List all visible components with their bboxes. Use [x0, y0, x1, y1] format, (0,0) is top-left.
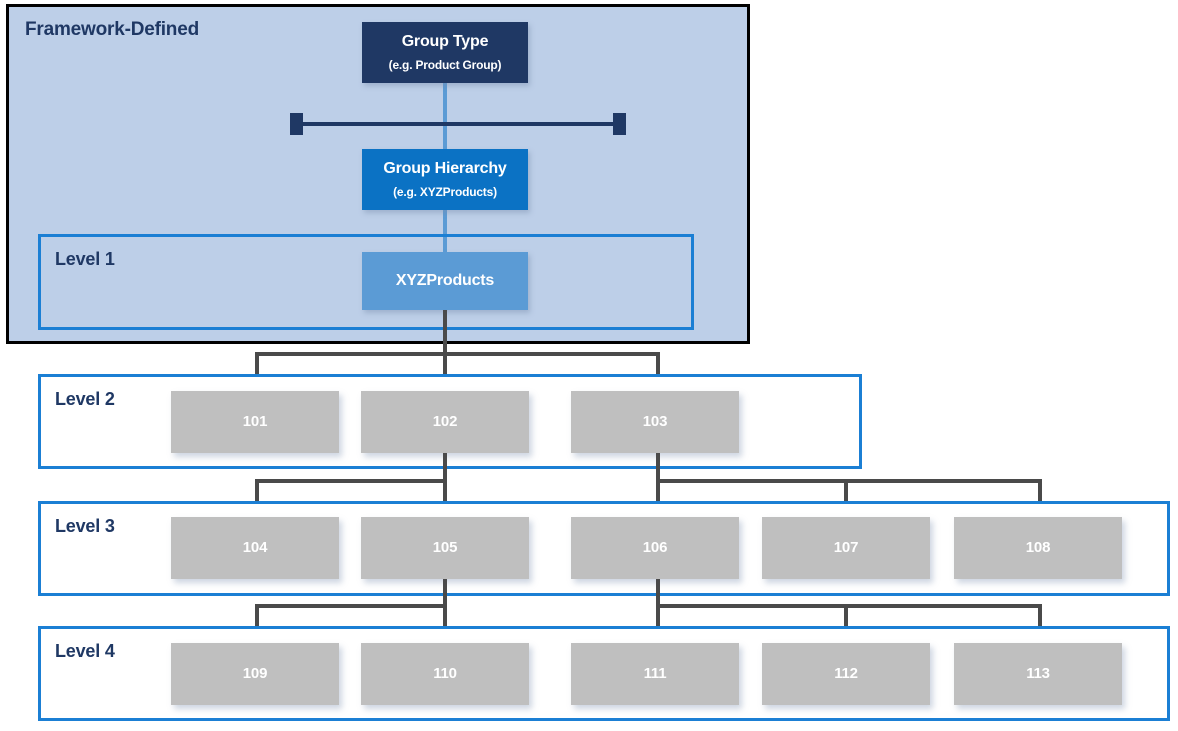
node-111-label: 111	[643, 665, 667, 683]
level-3-label: Level 3	[55, 516, 115, 536]
node-103-label: 103	[642, 413, 668, 431]
node-107-label: 107	[833, 539, 859, 557]
connector-bus-105-children	[255, 604, 447, 608]
connector-bus-level1-level2	[255, 352, 660, 356]
node-113[interactable]: 113	[954, 643, 1122, 705]
node-111[interactable]: 111	[571, 643, 739, 705]
connector-drop-to-112	[844, 604, 848, 645]
connector-drop-to-104	[255, 479, 259, 521]
level-1-panel: Level 1	[38, 234, 694, 330]
node-105-label: 105	[432, 539, 458, 557]
node-112[interactable]: 112	[762, 643, 930, 705]
node-108[interactable]: 108	[954, 517, 1122, 579]
node-110[interactable]: 110	[361, 643, 529, 705]
connector-106-down	[656, 579, 660, 606]
node-112-label: 112	[834, 665, 858, 683]
connector-drop-to-108	[1038, 479, 1042, 521]
node-105[interactable]: 105	[361, 517, 529, 579]
node-104-label: 104	[242, 539, 268, 557]
connector-drop-to-109	[255, 604, 259, 645]
node-group-hierarchy-title: Group Hierarchy	[383, 159, 507, 177]
node-group-type[interactable]: Group Type (e.g. Product Group)	[362, 22, 528, 83]
connector-102-down	[443, 453, 447, 481]
node-110-label: 110	[433, 665, 457, 683]
framework-defined-label: Framework-Defined	[25, 19, 199, 40]
node-104[interactable]: 104	[171, 517, 339, 579]
node-101-label: 101	[242, 413, 268, 431]
node-group-hierarchy[interactable]: Group Hierarchy (e.g. XYZProducts)	[362, 149, 528, 210]
node-106[interactable]: 106	[571, 517, 739, 579]
connector-drop-to-110	[443, 604, 447, 645]
node-113-label: 113	[1026, 665, 1050, 683]
level-2-label: Level 2	[55, 389, 115, 409]
node-group-type-subtitle: (e.g. Product Group)	[388, 58, 502, 72]
node-group-hierarchy-subtitle: (e.g. XYZProducts)	[393, 185, 497, 199]
node-108-label: 108	[1025, 539, 1051, 557]
node-101[interactable]: 101	[171, 391, 339, 453]
connector-bus-102-children	[255, 479, 447, 483]
node-109-label: 109	[242, 665, 268, 683]
connector-drop-to-105	[443, 479, 447, 521]
connector-105-down	[443, 579, 447, 606]
node-103[interactable]: 103	[571, 391, 739, 453]
node-102[interactable]: 102	[361, 391, 529, 453]
connector-drop-to-103	[656, 352, 660, 393]
node-106-label: 106	[642, 539, 668, 557]
node-xyzproducts-label: XYZProducts	[395, 271, 495, 289]
connector-103-down	[656, 453, 660, 481]
node-group-type-title: Group Type	[401, 32, 489, 50]
connector-bus-103-children	[656, 479, 1042, 483]
connector-drop-to-106	[656, 479, 660, 521]
connector-bus-106-children	[656, 604, 1042, 608]
connector-drop-to-113	[1038, 604, 1042, 645]
node-109[interactable]: 109	[171, 643, 339, 705]
connector-drop-to-111	[656, 604, 660, 645]
connector-xyzproducts-down	[443, 310, 447, 354]
level-4-label: Level 4	[55, 641, 115, 661]
level-1-label: Level 1	[55, 249, 115, 269]
node-102-label: 102	[432, 413, 458, 431]
node-107[interactable]: 107	[762, 517, 930, 579]
connector-drop-to-101	[255, 352, 259, 393]
bidirectional-arrow-icon	[290, 113, 626, 135]
connector-drop-to-102	[443, 352, 447, 393]
node-xyzproducts[interactable]: XYZProducts	[362, 252, 528, 310]
connector-drop-to-107	[844, 479, 848, 521]
